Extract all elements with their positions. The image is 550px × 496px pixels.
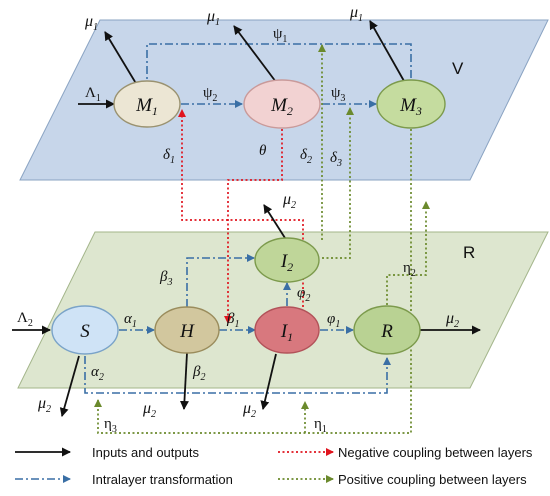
label-mu2-i1: μ2 [242, 400, 256, 420]
legend-intralayer-label: Intralayer transformation [92, 472, 233, 487]
label-theta: θ [259, 143, 267, 159]
svg-text:M1: M1 [135, 95, 158, 118]
label-eta2: η2 [403, 260, 416, 279]
m3-output-arrow [369, 20, 405, 82]
svg-text:R: R [380, 321, 393, 342]
theta-coupling [224, 129, 283, 324]
label-beta2: β2 [192, 364, 205, 383]
beta3-link [186, 254, 255, 307]
node-s: S [51, 305, 119, 355]
label-lambda2: Λ2 [17, 310, 33, 329]
node-m2: M2 [243, 79, 321, 129]
node-i1: I1 [254, 306, 320, 354]
node-i2: I2 [254, 237, 320, 283]
legend: Inputs and outputs Intralayer transforma… [15, 445, 533, 487]
label-delta2: δ2 [300, 147, 312, 166]
psi1-link [146, 43, 415, 90]
delta1-coupling [178, 109, 304, 307]
node-m3: M3 [376, 79, 446, 129]
m2-output-arrow [233, 25, 277, 83]
label-beta1: β1 [226, 311, 239, 330]
legend-inputs-label: Inputs and outputs [92, 445, 199, 460]
label-delta3: δ3 [330, 150, 342, 169]
svg-text:I1: I1 [280, 321, 293, 344]
node-r: R [353, 305, 421, 355]
label-lambda1: Λ1 [85, 85, 101, 104]
eta2-coupling [386, 201, 430, 305]
node-h: H [154, 306, 220, 354]
label-mu2-h: μ2 [142, 400, 156, 420]
layer-r-label: R [463, 243, 475, 262]
h-output-arrow [179, 352, 189, 410]
label-psi1: ψ1 [273, 26, 287, 45]
node-m1: M1 [113, 80, 181, 128]
layer-v-label: V [452, 59, 464, 78]
svg-text:M3: M3 [399, 95, 422, 118]
label-phi2: φ2 [297, 285, 310, 304]
label-alpha2: α2 [91, 364, 104, 383]
svg-text:H: H [179, 321, 195, 342]
m1-output-arrow [104, 31, 141, 91]
i1-output-arrow [260, 353, 277, 410]
label-phi1: φ1 [327, 311, 340, 330]
svg-text:I2: I2 [280, 251, 293, 274]
label-psi3: ψ3 [331, 85, 345, 104]
legend-negative-label: Negative coupling between layers [338, 445, 533, 460]
label-mu2-i2: μ2 [282, 191, 296, 211]
delta3-coupling [322, 107, 354, 259]
legend-positive-label: Positive coupling between layers [338, 472, 527, 487]
label-mu1-left: μ1 [84, 13, 98, 33]
eta1-eta3-coupling [94, 129, 412, 434]
label-delta1: δ1 [163, 147, 175, 166]
s-output-arrow [59, 355, 80, 417]
label-mu1-mid: μ1 [206, 8, 220, 28]
label-mu1-right: μ1 [349, 4, 363, 24]
i2-output-arrow [263, 204, 286, 239]
label-alpha1: α1 [124, 311, 137, 330]
label-eta3: η3 [104, 416, 117, 435]
label-eta1: η1 [314, 416, 327, 435]
label-mu2-s: μ2 [37, 395, 51, 415]
svg-text:S: S [80, 321, 90, 342]
label-mu2-r: μ2 [445, 310, 459, 330]
alpha2-link [84, 356, 391, 394]
svg-text:M2: M2 [270, 95, 293, 118]
label-beta3: β3 [159, 269, 172, 288]
label-psi2: ψ2 [203, 85, 217, 104]
